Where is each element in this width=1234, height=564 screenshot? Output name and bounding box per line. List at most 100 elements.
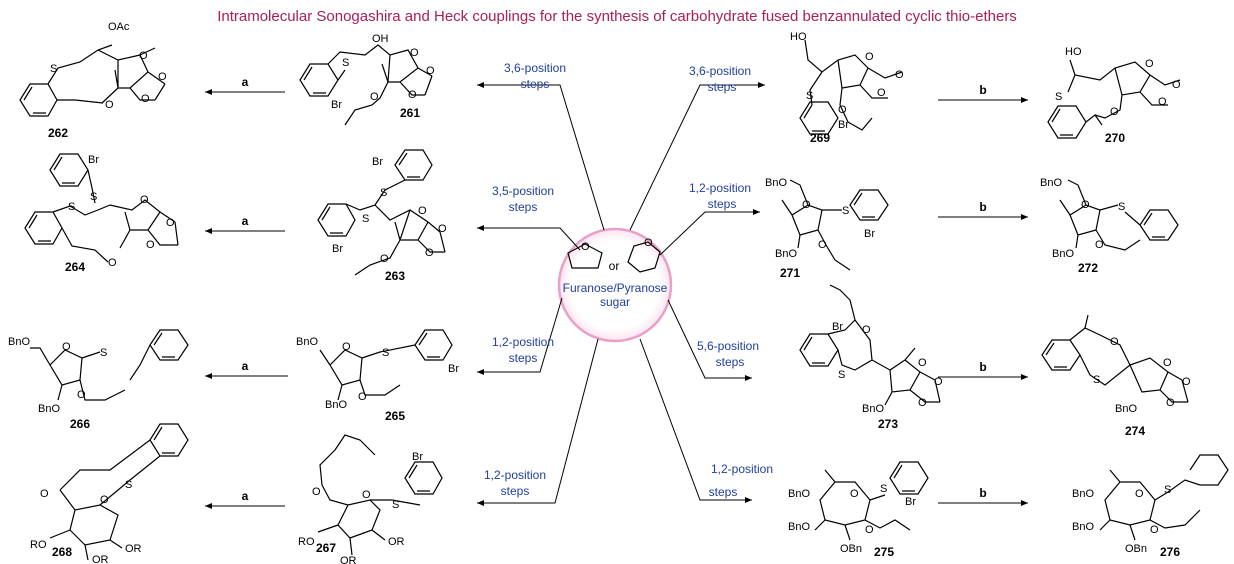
svg-text:S: S (50, 63, 57, 75)
svg-text:O: O (1166, 397, 1175, 409)
compound-265-label: 265 (385, 409, 405, 423)
svg-text:O: O (862, 324, 871, 336)
svg-text:O: O (1135, 488, 1144, 500)
svg-text:BnO: BnO (325, 399, 347, 411)
compound-270-label: 270 (1105, 131, 1125, 145)
figure-title: Intramolecular Sonogashira and Heck coup… (217, 8, 1017, 25)
svg-text:O: O (358, 391, 367, 403)
svg-text:O: O (865, 524, 874, 536)
svg-text:O: O (918, 397, 927, 409)
structure-269: HO O O O O S Br 269 (790, 31, 904, 145)
route-r4-steps: steps (501, 484, 530, 498)
center-label-line1: Furanose/Pyranose (563, 281, 668, 295)
svg-text:O: O (1110, 336, 1119, 348)
svg-text:Br: Br (372, 156, 383, 168)
route-r7-steps: steps (716, 355, 745, 369)
svg-text:O: O (1150, 524, 1159, 536)
route-r7-position: 5,6-position (697, 339, 759, 353)
structure-266: BnO O S BnO O 266 (8, 329, 189, 431)
route-r6-reagent: b (979, 200, 986, 214)
svg-text:S: S (100, 347, 107, 359)
svg-text:O: O (418, 205, 427, 217)
svg-text:S: S (1118, 201, 1125, 213)
svg-text:O: O (934, 376, 943, 388)
ray-r4 (477, 338, 599, 506)
structure-262: S OAc O O O O 262 (19, 21, 167, 140)
route-r6-position: 1,2-position (689, 181, 751, 195)
route-r8-position: 1,2-position (711, 462, 773, 476)
ray-r3 (477, 297, 563, 375)
compound-268-label: 268 (52, 545, 72, 559)
ray-r6 (659, 209, 760, 256)
svg-text:O: O (1145, 58, 1154, 70)
route-r3-position: 1,2-position (492, 335, 554, 349)
svg-text:OBn: OBn (1125, 543, 1147, 555)
svg-text:O: O (850, 488, 859, 500)
svg-text:O: O (380, 253, 389, 265)
svg-text:S: S (1164, 484, 1171, 496)
structure-267: O O S Br RO OR OR 267 (298, 434, 443, 564)
svg-text:BnO: BnO (8, 336, 30, 348)
svg-text:O: O (362, 489, 371, 501)
route-rays (477, 82, 765, 506)
route-r8-steps: steps (709, 485, 738, 499)
svg-text:O: O (141, 93, 150, 105)
svg-text:BnO: BnO (1072, 488, 1094, 500)
svg-text:RO: RO (30, 539, 47, 551)
route-r5-position: 3,6-position (689, 64, 751, 78)
svg-text:O: O (1172, 79, 1181, 91)
compound-264-label: 264 (65, 260, 85, 274)
svg-text:S: S (68, 201, 75, 213)
compound-272-label: 272 (1078, 261, 1098, 275)
svg-text:S: S (382, 347, 389, 359)
route-r3-steps: steps (509, 351, 538, 365)
svg-text:OR: OR (388, 536, 405, 548)
route-r1-position: 3,6-position (504, 61, 566, 75)
svg-text:BnO: BnO (1072, 521, 1094, 533)
svg-text:O: O (438, 223, 447, 235)
compound-274-label: 274 (1125, 424, 1145, 438)
svg-text:S: S (880, 483, 887, 495)
ray-r2 (477, 225, 581, 251)
svg-text:S: S (1093, 374, 1100, 386)
svg-text:O: O (895, 69, 904, 81)
svg-text:O: O (1163, 357, 1172, 369)
svg-text:O: O (802, 199, 811, 211)
compound-273-label: 273 (878, 417, 898, 431)
svg-text:Br: Br (331, 99, 342, 111)
svg-text:O: O (426, 65, 435, 77)
svg-text:O: O (425, 247, 434, 259)
svg-text:BnO: BnO (1115, 403, 1137, 415)
ray-r7 (667, 299, 752, 381)
svg-text:BnO: BnO (38, 403, 60, 415)
pyranose-ring-icon (627, 241, 661, 273)
svg-text:O: O (408, 89, 417, 101)
svg-text:BnO: BnO (765, 177, 787, 189)
compound-262-label: 262 (48, 126, 68, 140)
route-r7-reagent: b (979, 360, 986, 374)
svg-text:S: S (842, 205, 849, 217)
svg-text:O: O (146, 239, 155, 251)
svg-text:OAc: OAc (108, 21, 130, 33)
svg-text:Br: Br (448, 363, 459, 375)
structure-268: O O S RO OR OR 268 (30, 423, 189, 564)
structure-265: BnO O S Br BnO O 265 (296, 329, 459, 423)
svg-text:O: O (312, 486, 321, 498)
svg-text:O: O (877, 87, 886, 99)
svg-text:S: S (838, 369, 845, 381)
svg-text:O: O (370, 91, 379, 103)
route-r4-reagent: a (242, 489, 249, 503)
svg-text:O: O (62, 341, 71, 353)
svg-text:S: S (362, 213, 369, 225)
svg-text:O: O (158, 71, 167, 83)
structure-261: S OH Br O O O O 261 (299, 33, 435, 126)
svg-text:S: S (806, 90, 813, 102)
structure-274: O S O O O BnO 274 (1041, 314, 1191, 438)
svg-text:O: O (1110, 106, 1119, 118)
svg-text:BnO: BnO (296, 336, 318, 348)
reaction-arrows: a a a a b b b b (205, 75, 1028, 509)
route-r5-reagent: b (979, 83, 986, 97)
svg-text:O: O (140, 194, 149, 206)
compound-276-label: 276 (1160, 545, 1180, 559)
